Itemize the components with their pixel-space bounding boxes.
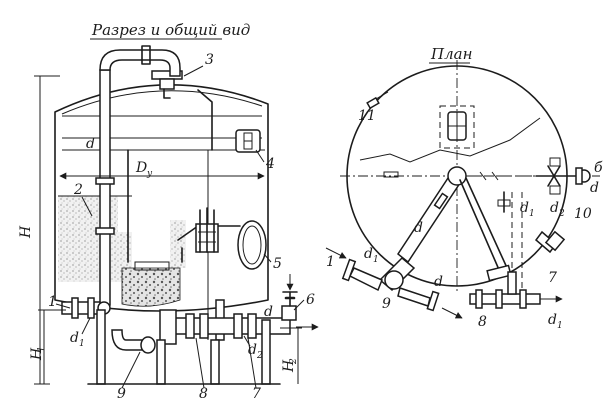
label-d2-section-sub: 2 — [256, 351, 263, 361]
callout-4: 4 — [265, 156, 275, 172]
callout-1-plan: 1 — [326, 254, 335, 270]
plan-drain-arrow — [441, 307, 463, 319]
dimension-H: H — [18, 75, 60, 385]
label-d2-plan-sub: 2 — [558, 209, 565, 219]
gravel-layer — [121, 261, 181, 307]
plan-inner-pipe — [459, 171, 546, 290]
label-Dy-sub: y — [146, 169, 153, 179]
label-d1-outlet: d — [548, 312, 557, 328]
plan-item-11 — [366, 91, 389, 110]
callout-6: 6 — [306, 292, 315, 308]
callout-9-plan: 9 — [382, 296, 391, 312]
cutaway-line — [359, 117, 541, 163]
plan-top-manhole — [439, 105, 475, 149]
plan-outlet-piping — [469, 271, 541, 309]
plan-view: 11 d d 1 d 2 10 б d 1 d 1 d 9 7 8 d 1 — [325, 60, 603, 331]
callout-8-plan: 8 — [478, 314, 487, 330]
plan-inflow-arrow — [325, 247, 347, 259]
label-d-section: d — [86, 136, 95, 152]
plan-right-valves — [497, 157, 591, 213]
plan-side-manhole — [534, 230, 566, 254]
plan-title-text: План — [430, 45, 472, 63]
label-d1-section: d — [70, 330, 79, 346]
riser-pipe — [95, 45, 181, 306]
label-H1-sub: 1 — [37, 346, 47, 352]
label-H2: H — [281, 359, 297, 373]
label-b: б — [594, 160, 603, 176]
support-legs — [87, 309, 281, 385]
plan-diagonal-pipe — [341, 166, 467, 312]
label-d1-section-sub: 1 — [79, 339, 85, 349]
callout-5: 5 — [273, 256, 282, 272]
label-d-drain: d — [434, 274, 443, 290]
top-manhole — [151, 70, 183, 99]
section-view-title: Разрез и общий вид — [90, 21, 250, 40]
section-view: H H 1 H 2 D y d 3 4 2 5 6 d 1 — [18, 45, 319, 402]
label-Dy: D — [135, 160, 147, 176]
label-d-right: d — [590, 180, 599, 196]
label-H: H — [18, 225, 34, 239]
side-manhole — [237, 220, 267, 270]
callout-8-section: 8 — [199, 386, 208, 402]
callout-10: 10 — [574, 206, 592, 222]
drain-pipe-9 — [111, 329, 156, 354]
side-hatch — [235, 129, 261, 153]
plan-small-lug — [383, 171, 399, 178]
label-d-outlet: d — [264, 304, 273, 320]
label-H2-sub: 2 — [289, 358, 299, 365]
callout-3: 3 — [205, 52, 214, 68]
section-title-text: Разрез и общий вид — [91, 21, 250, 39]
label-d1-outlet-sub: 1 — [557, 321, 563, 331]
label-d1-plan-sub: 1 — [529, 209, 535, 219]
tank-shell — [54, 84, 269, 312]
label-d-plan: d — [414, 220, 423, 236]
callout-7-section: 7 — [252, 386, 261, 402]
dimension-Dy: D y — [59, 160, 265, 180]
label-d1-inlet: d — [364, 246, 373, 262]
dimension-H1: H 1 — [29, 309, 66, 384]
bottom-piping — [159, 291, 298, 345]
label-H1: H — [29, 347, 45, 361]
dimension-H2: H 2 — [280, 327, 302, 384]
label-d2-section: d — [248, 342, 257, 358]
label-d2-plan: d — [550, 200, 559, 216]
callout-7-plan: 7 — [548, 270, 557, 286]
inner-collector — [177, 207, 241, 263]
callout-2: 2 — [73, 182, 83, 198]
label-d1-inlet-sub: 1 — [373, 255, 379, 265]
callout-11: 11 — [358, 108, 376, 124]
label-d1-plan: d — [520, 200, 529, 216]
plan-view-title: План — [429, 45, 472, 64]
callout-1: 1 — [48, 294, 57, 310]
callout-9-section: 9 — [117, 386, 126, 402]
